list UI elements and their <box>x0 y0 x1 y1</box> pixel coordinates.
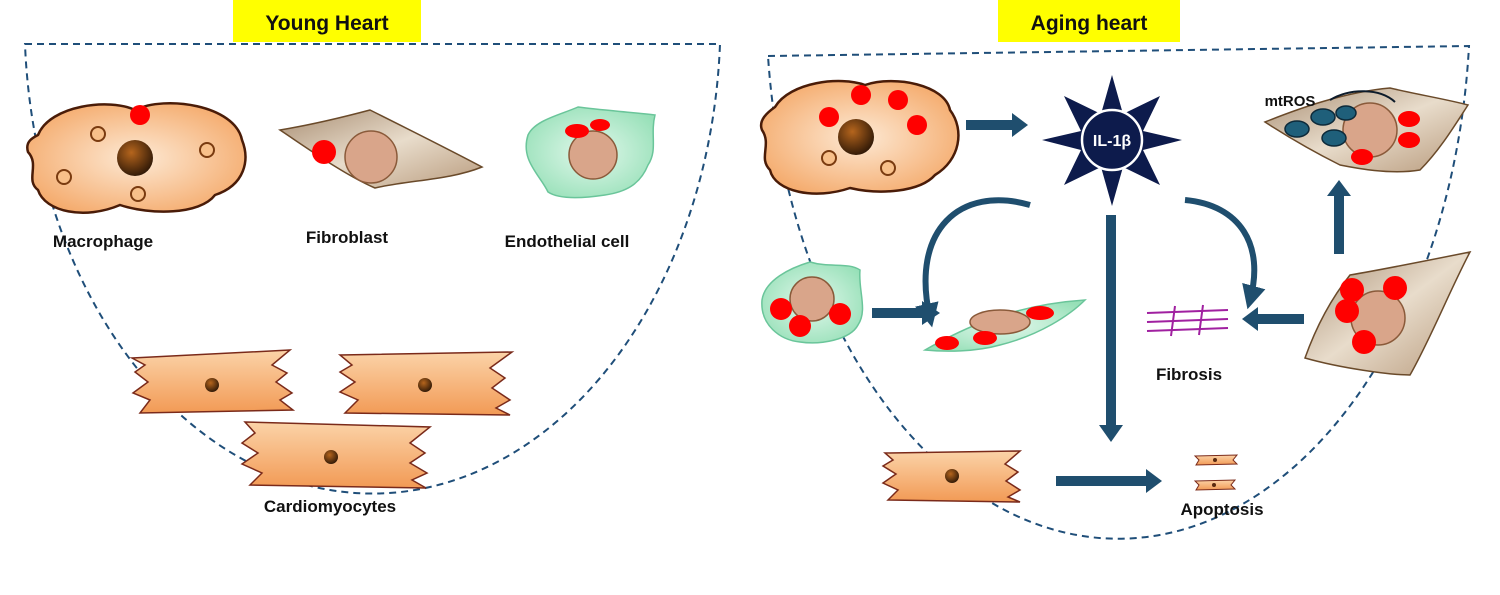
aged-fibroblast-cell <box>1304 250 1472 376</box>
arrow-macrophage-to-il1b <box>966 113 1028 137</box>
young-heart-title-bg <box>233 0 421 42</box>
macrophage-label: Macrophage <box>53 232 153 251</box>
cardiomyocyte-3 <box>240 421 433 489</box>
cardiomyocyte-1 <box>129 349 296 414</box>
il1b-label: IL-1β <box>1093 133 1131 150</box>
arrow-cardiomyocyte-to-apoptosis <box>1056 469 1162 493</box>
aging-heart-title: Aging heart <box>1031 12 1148 35</box>
curved-arrow-il1b-to-fibrosis <box>1184 197 1266 310</box>
arrow-endothelial-to-transition <box>872 301 940 325</box>
aging-cardiomyocyte <box>881 450 1023 503</box>
endothelial-label: Endothelial cell <box>505 232 630 251</box>
transitioning-endothelial-cell <box>922 299 1087 352</box>
apoptosis-label: Apoptosis <box>1180 500 1263 519</box>
aging-macrophage-cell <box>759 79 960 195</box>
fibroblast-cell <box>278 109 484 189</box>
endothelial-cell <box>525 106 656 199</box>
mtros-label: mtROS <box>1265 93 1316 110</box>
mtros-fibroblast-cell <box>1263 87 1470 173</box>
arrow-il1b-to-apoptosis <box>1099 215 1123 442</box>
aging-heart-title-bg <box>998 0 1180 42</box>
curved-arrow-il1b-to-endothelial <box>915 197 1031 328</box>
il1b-cytokine-star <box>1042 75 1182 206</box>
arrow-fibroblast-to-mtros <box>1327 180 1351 254</box>
aging-endothelial-cell <box>761 261 864 344</box>
fibroblast-label: Fibroblast <box>306 228 389 247</box>
young-heart-outline <box>23 43 722 495</box>
arrow-fibroblast-to-fibrosis <box>1242 307 1304 331</box>
fibrosis-fibers <box>1146 304 1229 337</box>
cardiomyocytes-label: Cardiomyocytes <box>264 497 396 516</box>
macrophage-cell <box>26 102 247 214</box>
apoptotic-fragments <box>1193 454 1239 491</box>
cardiomyocyte-2 <box>337 351 515 416</box>
young-heart-title: Young Heart <box>265 12 388 35</box>
fibrosis-label: Fibrosis <box>1156 365 1222 384</box>
